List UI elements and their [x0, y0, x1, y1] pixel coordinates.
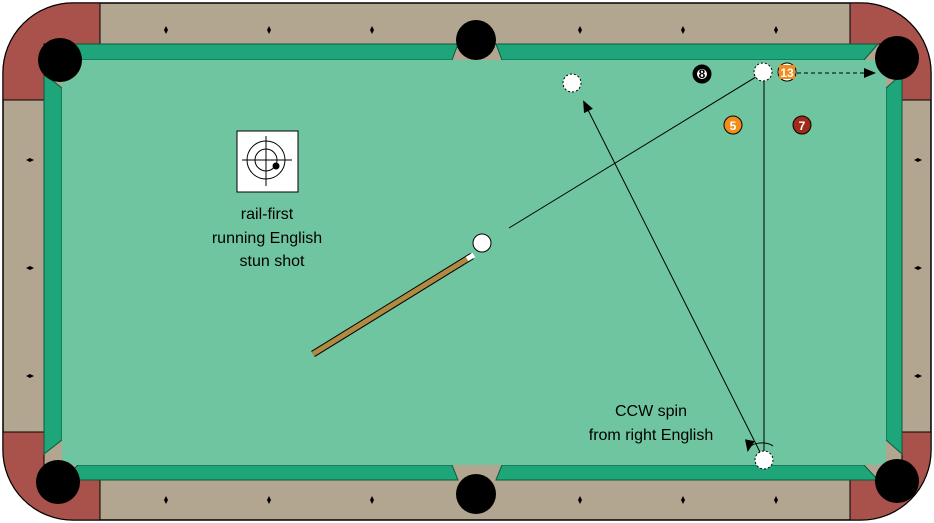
ghost-ball-contact — [754, 63, 772, 81]
spin-label-line1: CCW spin — [615, 403, 687, 420]
ball-13: 13 — [778, 63, 796, 81]
ball-8: 8 — [693, 65, 711, 83]
shot-type-label-line3: stun shot — [240, 253, 305, 270]
table-cloth — [62, 60, 886, 465]
cushion-left — [44, 74, 62, 454]
pocket-bottom-middle — [456, 474, 496, 514]
cushion-top-left — [62, 44, 458, 60]
ball-7-number: 7 — [799, 119, 806, 133]
ball-5: 5 — [724, 116, 742, 134]
ghost-ball-final — [563, 74, 581, 92]
cushion-right — [886, 74, 902, 454]
cushion-top-right — [496, 44, 878, 60]
cushion-bottom-right — [496, 465, 878, 480]
ball-13-number: 13 — [780, 66, 794, 80]
shot-type-label-line2: running English — [212, 230, 322, 247]
ball-7: 7 — [793, 116, 811, 134]
pocket-top-middle — [456, 20, 496, 60]
pocket-bottom-left — [36, 460, 80, 504]
shot-type-label-line1: rail-first — [241, 206, 294, 223]
ball-8-number: 8 — [699, 67, 706, 81]
ball-5-number: 5 — [730, 119, 737, 133]
pocket-top-left — [38, 38, 82, 82]
cushion-bottom-left — [62, 465, 458, 480]
ghost-ball-rail — [755, 451, 773, 469]
pocket-bottom-right — [875, 459, 919, 503]
cue-ball — [473, 234, 491, 252]
spin-label-line2: from right English — [589, 427, 714, 444]
pocket-top-right — [875, 36, 919, 80]
english-target-icon — [237, 131, 298, 192]
